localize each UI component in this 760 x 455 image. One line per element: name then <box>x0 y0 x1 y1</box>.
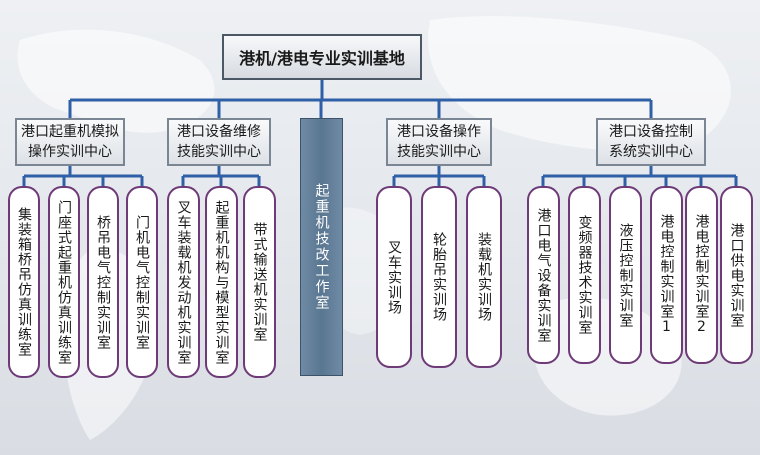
room-loader-field: 装载机实训场 <box>466 186 502 368</box>
room-portal-crane-sim: 门座式起重机仿真训练室 <box>48 186 80 378</box>
center-crane-simulation: 港口起重机模拟 操作实训中心 <box>15 118 125 166</box>
root-node-title: 港机/港电专业实训基地 <box>222 34 422 80</box>
center-equipment-operation: 港口设备操作 技能实训中心 <box>386 118 492 166</box>
room-forklift-field: 叉车实训场 <box>376 186 412 368</box>
crane-retrofit-workshop: 起重机技改工作室 <box>300 118 343 376</box>
room-inverter-technology: 变频器技术实训室 <box>568 186 601 364</box>
room-tire-crane-field: 轮胎吊实训场 <box>421 186 457 368</box>
room-crane-mechanism-model: 起重机机构与模型实训室 <box>205 186 238 378</box>
center-equipment-repair: 港口设备维修 技能实训中心 <box>167 118 271 166</box>
room-hydraulic-control: 液压控制实训室 <box>609 186 642 364</box>
room-port-electric-control-2: 港电控制实训室2 <box>685 186 718 364</box>
room-port-power-supply: 港口供电实训室 <box>720 186 753 364</box>
center-control-systems: 港口设备控制 系统实训中心 <box>596 118 706 166</box>
room-forklift-engine: 叉车装载机发动机实训室 <box>167 186 200 378</box>
room-portal-crane-electric: 门机电气控制实训室 <box>126 186 158 378</box>
room-bridge-crane-electric: 桥吊电气控制实训室 <box>87 186 119 378</box>
room-belt-conveyor: 带式输送机实训室 <box>243 186 276 378</box>
room-container-crane-sim: 集装箱桥吊仿真训练室 <box>8 186 40 378</box>
room-port-electric-control-1: 港电控制实训室1 <box>650 186 683 364</box>
room-port-electrical-equipment: 港口电气设备实训室 <box>527 186 560 364</box>
